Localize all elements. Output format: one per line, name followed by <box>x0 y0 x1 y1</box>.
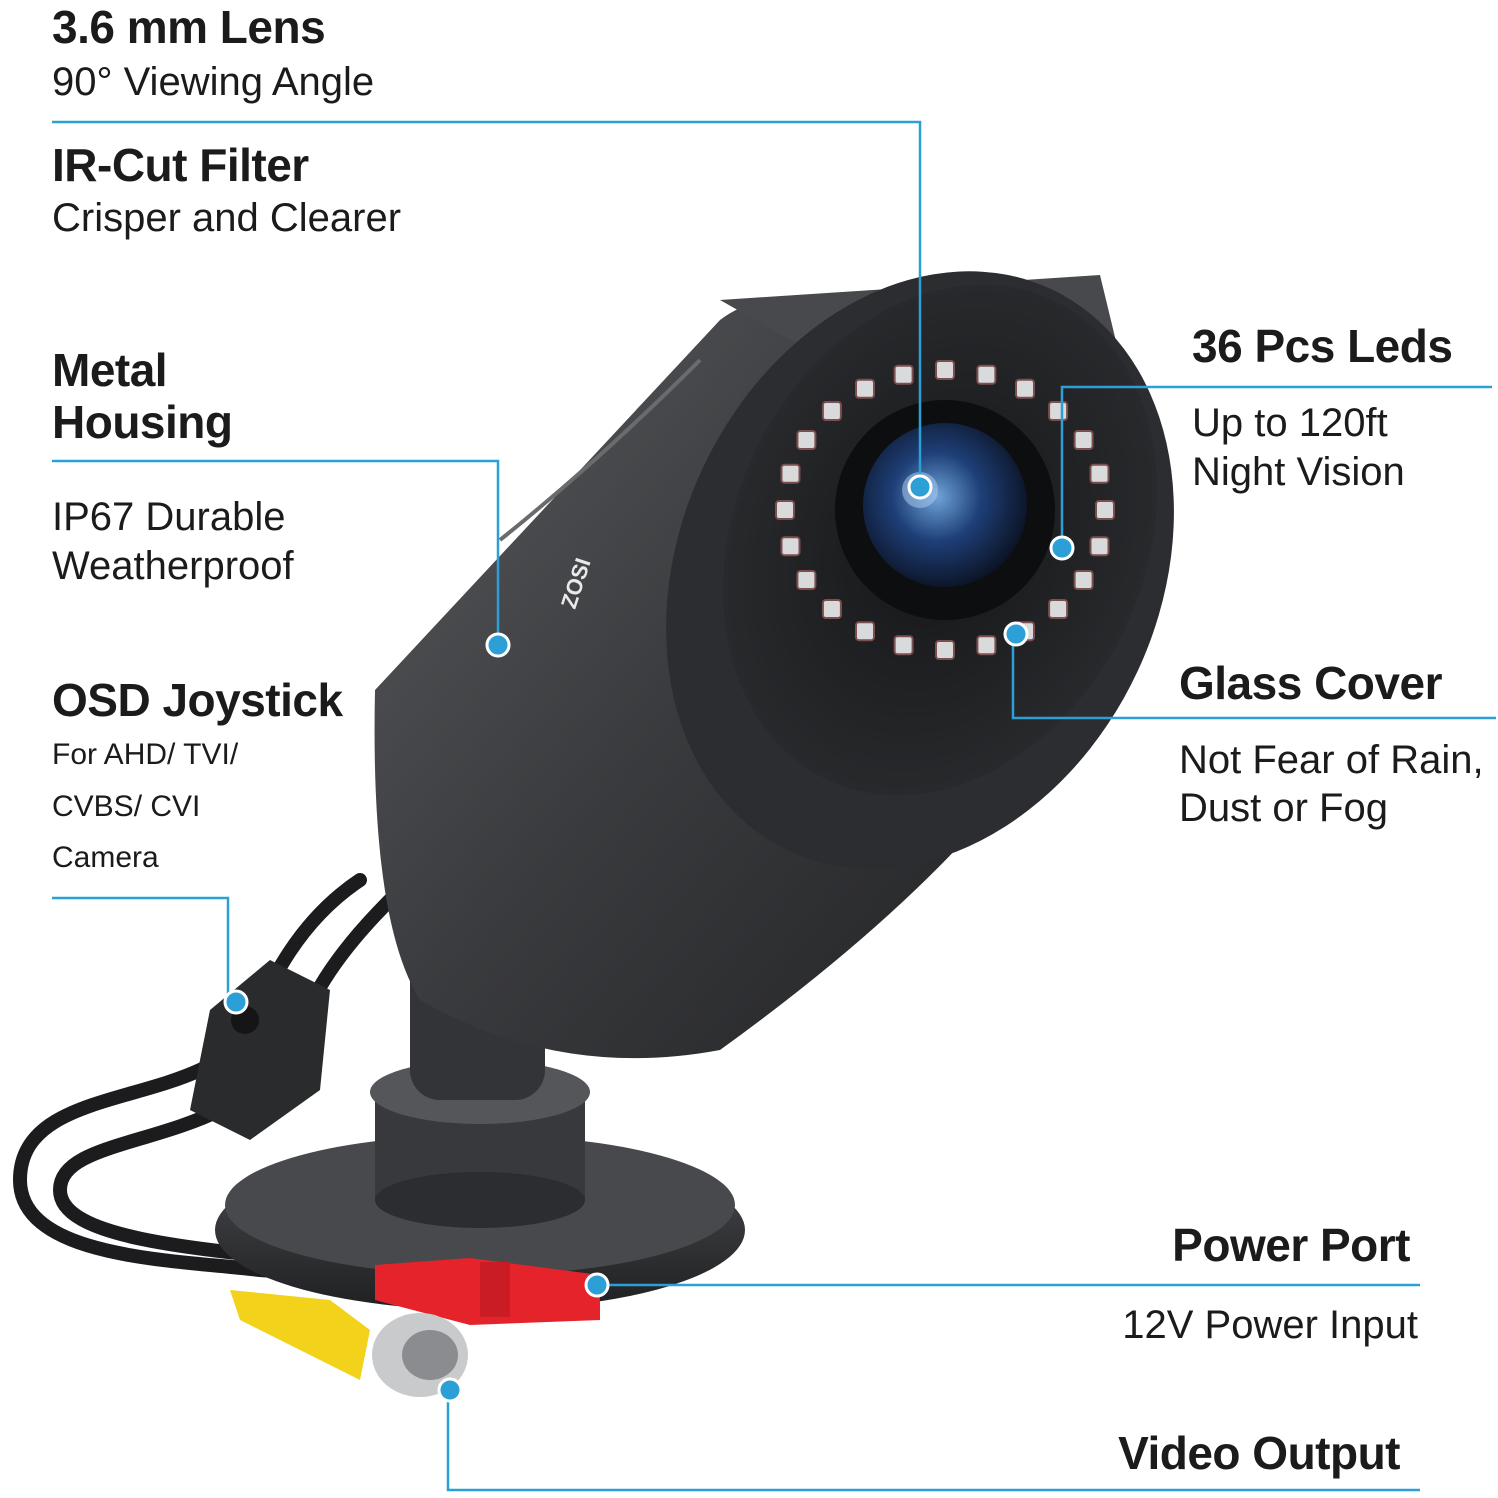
dot-lens <box>907 474 933 500</box>
power-subtitle: 12V Power Input <box>1122 1303 1418 1347</box>
ir-led <box>976 364 997 385</box>
ir-led <box>893 364 914 385</box>
lens-title: 3.6 mm Lens <box>52 1 326 53</box>
osd-joystick <box>190 960 330 1140</box>
dot-osd <box>223 989 249 1015</box>
leader-osd <box>52 896 230 1002</box>
ir-led <box>780 536 801 557</box>
power-title: Power Port <box>1172 1219 1410 1271</box>
housing-sub-line2: Weatherproof <box>52 544 294 588</box>
leader-lines <box>52 120 1496 1492</box>
video-title: Video Output <box>1118 1427 1400 1479</box>
osd-line3: Camera <box>52 841 159 874</box>
leader-dots <box>223 474 1075 1403</box>
dot-power <box>584 1272 610 1298</box>
ir-led <box>976 635 997 656</box>
video-connector <box>230 1290 468 1397</box>
osd-line1: For AHD/ TVI/ <box>52 738 239 771</box>
housing-sub-line1: IP67 Durable <box>52 495 286 539</box>
ir-led <box>796 570 817 590</box>
ir-led <box>935 640 955 660</box>
dot-leds <box>1049 535 1075 561</box>
leader-housing <box>52 459 500 645</box>
dot-glass <box>1003 621 1029 647</box>
camera-body: ZOSI <box>374 271 1174 1059</box>
ir-led <box>821 401 842 421</box>
ir-cut-title: IR-Cut Filter <box>52 139 309 191</box>
housing-title-line1: Metal <box>52 344 168 396</box>
ir-led <box>893 635 914 656</box>
ir-led <box>796 430 817 450</box>
ir-led <box>1015 378 1035 399</box>
ir-led-ring <box>775 360 1115 660</box>
ir-led <box>935 360 955 380</box>
glass-sub-line1: Not Fear of Rain, <box>1179 738 1484 782</box>
leader-lens <box>52 120 922 487</box>
dot-video <box>437 1377 463 1403</box>
leader-video <box>446 1390 1420 1492</box>
osd-line2: CVBS/ CVI <box>52 790 201 823</box>
ir-led <box>855 621 875 642</box>
lens-subtitle: 90° Viewing Angle <box>52 60 375 104</box>
power-connector <box>375 1258 600 1325</box>
leds-sub-line2: Night Vision <box>1192 450 1405 494</box>
ir-led <box>780 463 801 484</box>
dot-housing <box>485 632 511 658</box>
ir-led <box>1048 401 1069 421</box>
leader-leds <box>1060 385 1492 548</box>
ir-led <box>1073 570 1094 590</box>
ir-led <box>775 500 795 520</box>
ir-led <box>821 599 842 619</box>
leader-glass <box>1011 634 1496 720</box>
ir-led <box>1095 500 1115 520</box>
ir-led <box>1089 536 1110 557</box>
ir-led <box>1048 599 1069 619</box>
leds-sub-line1: Up to 120ft <box>1192 401 1388 445</box>
glass-title: Glass Cover <box>1179 657 1442 709</box>
glass-sub-line2: Dust or Fog <box>1179 786 1388 830</box>
ir-led <box>855 378 875 399</box>
housing-title-line2: Housing <box>52 396 233 448</box>
osd-title: OSD Joystick <box>52 674 343 726</box>
leds-title: 36 Pcs Leds <box>1192 320 1453 372</box>
ir-cut-subtitle: Crisper and Clearer <box>52 196 402 240</box>
ir-led <box>1089 463 1110 484</box>
ir-led <box>1073 430 1094 450</box>
